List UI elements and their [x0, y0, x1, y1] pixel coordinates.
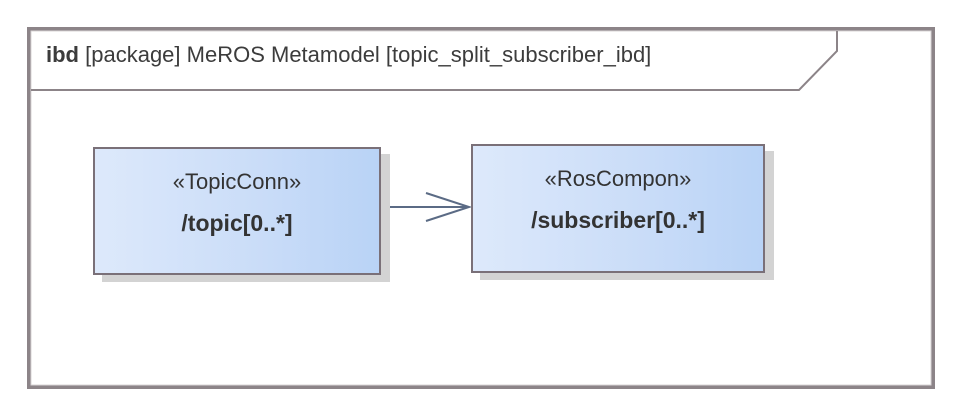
diagram-frame — [27, 27, 935, 389]
subscriber-block[interactable]: «RosCompon» /subscriber[0..*] — [471, 144, 765, 273]
subscriber-block-name: /subscriber[0..*] — [531, 207, 705, 233]
frame-keyword: ibd — [46, 42, 79, 67]
topic-block-name: /topic[0..*] — [181, 210, 293, 236]
topic-block-stereotype: «TopicConn» — [172, 169, 302, 194]
topic-block[interactable]: «TopicConn» /topic[0..*] — [93, 147, 381, 275]
subscriber-block-stereotype: «RosCompon» — [544, 166, 692, 191]
frame-title-tab — [31, 31, 838, 91]
frame-title: ibd [package] MeROS Metamodel [topic_spl… — [46, 42, 651, 68]
diagram-frame-inner — [30, 30, 932, 386]
connector-arrowhead — [425, 192, 473, 222]
frame-title-text: [package] MeROS Metamodel [topic_split_s… — [85, 42, 652, 67]
